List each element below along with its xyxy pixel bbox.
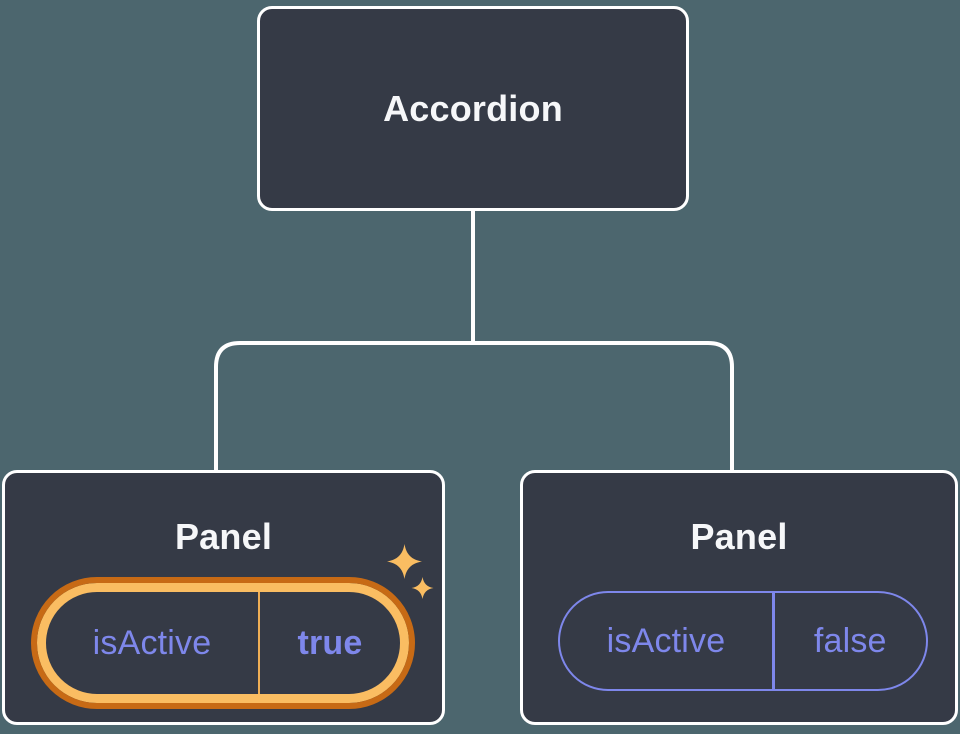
state-key: isActive [92,623,212,662]
node-panel-inactive: Panel isActive false [520,470,958,725]
node-panel-inactive-label: Panel [690,516,788,557]
node-accordion-label: Accordion [383,87,563,129]
state-value: true [297,623,363,662]
connector-branch [214,341,734,472]
node-panel-active: Panel isActive true [2,470,445,725]
state-pill-divider [258,592,260,694]
state-pill-inactive: isActive false [558,591,928,691]
sparkles-icon [387,544,434,599]
node-panel-active-label: Panel [174,516,273,557]
state-value: false [813,621,887,660]
node-accordion: Accordion [257,6,689,211]
state-pill-divider [772,593,775,689]
state-key: isActive [606,621,726,660]
state-pill-active: isActive true [31,577,415,709]
